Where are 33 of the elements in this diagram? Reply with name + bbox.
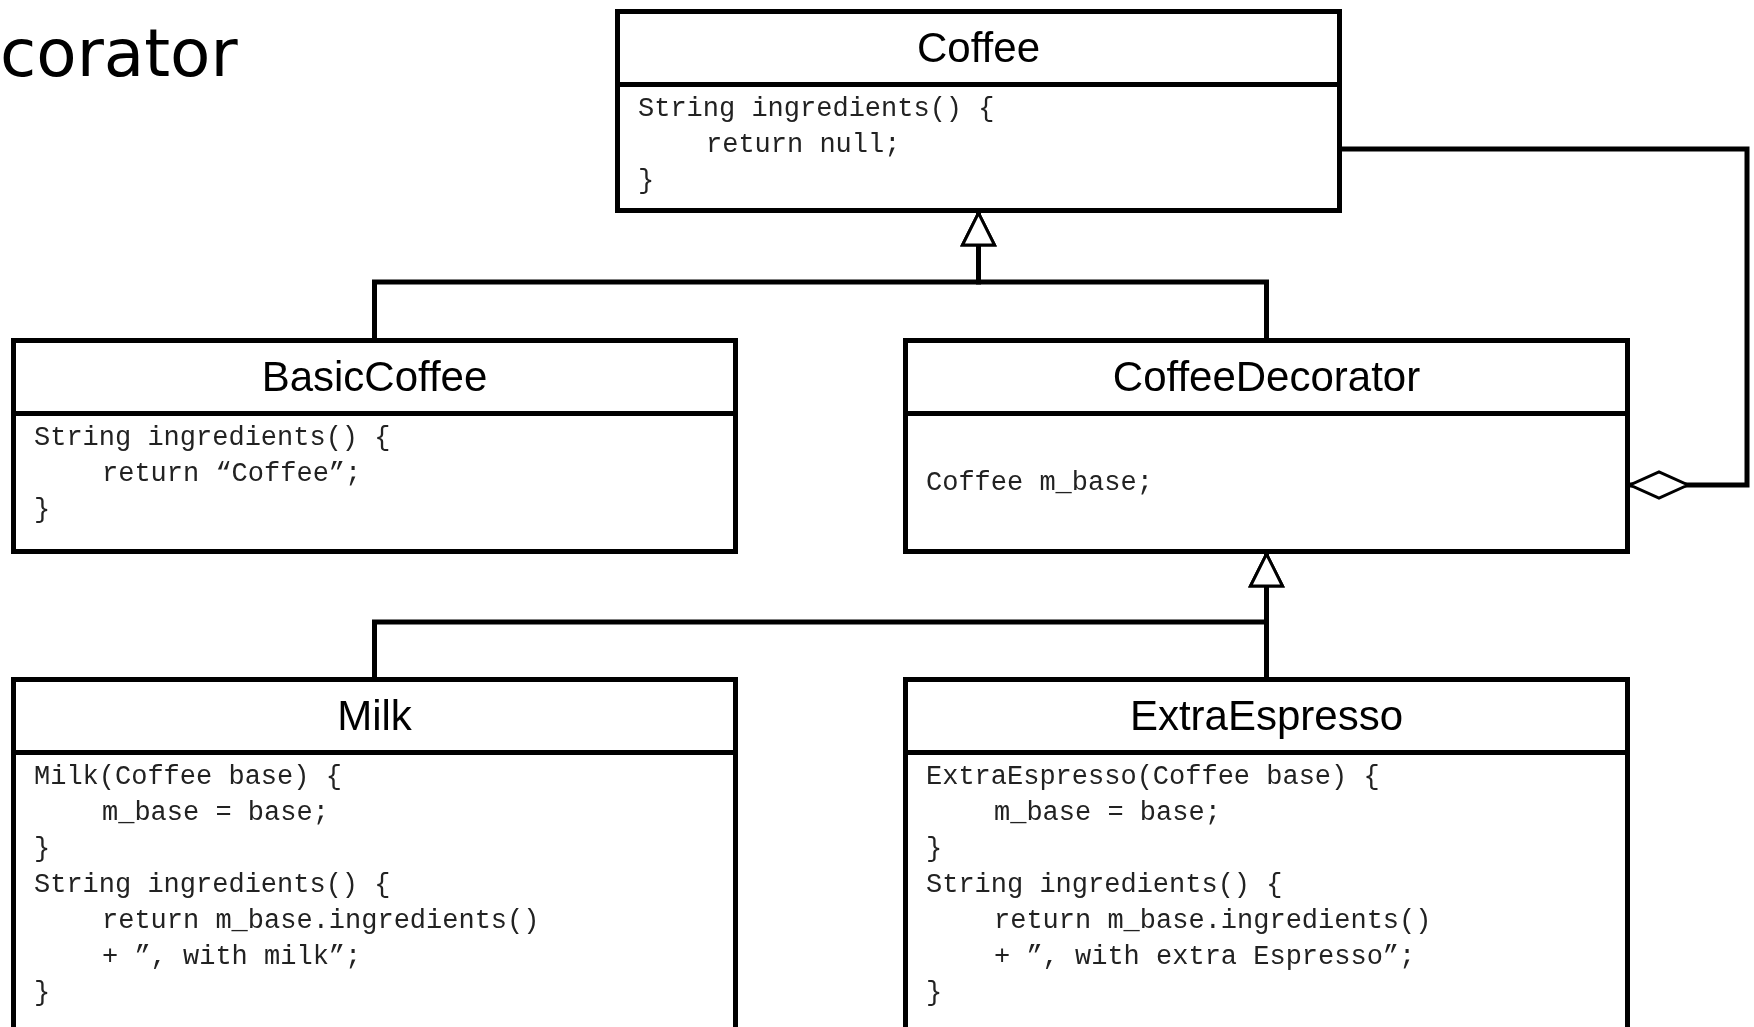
class-name: ExtraEspresso — [1129, 691, 1404, 741]
title-fragment: corator — [0, 14, 238, 94]
code-line: m_base = base; — [102, 797, 329, 830]
class-name: BasicCoffee — [261, 352, 488, 402]
code-line: String ingredients() { — [638, 93, 995, 126]
code-line: Milk(Coffee base) { — [34, 761, 342, 794]
class-name: Coffee — [917, 23, 1040, 73]
code-line: + ”, with milk”; — [102, 941, 362, 974]
class-box — [11, 338, 738, 554]
code-line: String ingredients() { — [34, 869, 391, 902]
class-name: CoffeeDecorator — [1112, 352, 1421, 402]
code-line: } — [34, 494, 51, 527]
code-line: m_base = base; — [994, 797, 1221, 830]
code-line: return “Coffee”; — [102, 458, 362, 491]
class-box — [11, 677, 738, 1027]
code-line: ExtraEspresso(Coffee base) { — [926, 761, 1380, 794]
code-line: return m_base.ingredients() — [102, 905, 540, 938]
code-line: String ingredients() { — [34, 422, 391, 455]
code-line: String ingredients() { — [926, 869, 1283, 902]
code-line: } — [926, 833, 943, 866]
code-line: } — [34, 977, 51, 1010]
code-line: } — [638, 165, 655, 198]
aggregation-connector — [1342, 146, 1750, 500]
class-name: Milk — [337, 691, 412, 741]
code-line: } — [34, 833, 51, 866]
class-box — [903, 338, 1630, 554]
code-line: } — [926, 977, 943, 1010]
class-box — [903, 677, 1630, 1027]
code-line: return m_base.ingredients() — [994, 905, 1432, 938]
class-box — [615, 9, 1342, 213]
code-line: Coffee m_base; — [926, 466, 1153, 500]
code-line: + ”, with extra Espresso”; — [994, 941, 1416, 974]
code-line: return null; — [706, 129, 901, 162]
